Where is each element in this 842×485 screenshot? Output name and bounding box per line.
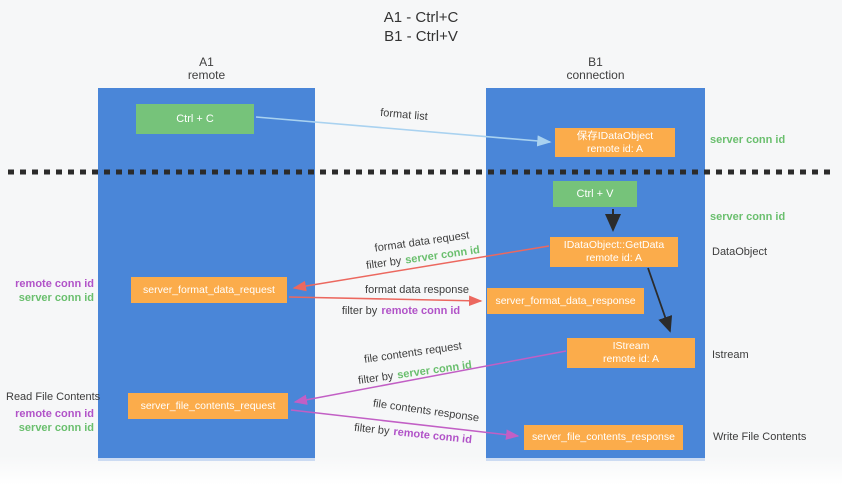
format-data-response-label: format data response bbox=[365, 284, 469, 296]
ctrl-c-label: Ctrl + C bbox=[176, 112, 214, 125]
remote-conn-id-text: remote conn id bbox=[381, 305, 461, 317]
save-idataobject-node: 保存IDataObject remote id: A bbox=[555, 128, 675, 157]
title-line-2: B1 - Ctrl+V bbox=[384, 28, 458, 45]
title-line-1: A1 - Ctrl+C bbox=[383, 9, 459, 26]
format-list-arrow bbox=[255, 116, 552, 147]
istream-line1: IStream bbox=[612, 340, 650, 352]
ctrl-v-label: Ctrl + V bbox=[576, 187, 614, 200]
getdata-line2: remote id: A bbox=[585, 252, 643, 264]
server-format-data-response-node: server_format_data_response bbox=[487, 288, 644, 314]
remote-conn-id-label: remote conn id bbox=[15, 408, 94, 420]
conn-id-stack-bottom: remote conn id server conn id bbox=[0, 408, 94, 435]
server-file-contents-response-label: server_file_contents_response bbox=[531, 431, 675, 443]
server-format-data-request-node: server_format_data_request bbox=[131, 277, 287, 303]
ctrl-c-node: Ctrl + C bbox=[136, 104, 254, 134]
server-file-contents-request-node: server_file_contents_request bbox=[128, 393, 288, 419]
server-format-data-request-label: server_format_data_request bbox=[143, 283, 275, 296]
remote-conn-id-label: remote conn id bbox=[15, 278, 94, 290]
getdata-line1: IDataObject::GetData bbox=[563, 239, 665, 251]
istream-node: IStream remote id: A bbox=[567, 338, 695, 368]
server-file-contents-response-node: server_file_contents_response bbox=[524, 425, 683, 450]
write-file-contents-label: Write File Contents bbox=[713, 431, 807, 443]
conn-id-stack-top: remote conn id server conn id bbox=[0, 278, 94, 305]
read-file-contents-label: Read File Contents bbox=[6, 391, 101, 403]
file-contents-response-arrow bbox=[290, 409, 520, 440]
column-b-id: B1 bbox=[588, 55, 603, 69]
filter-by-text: filter by bbox=[341, 305, 378, 317]
getdata-to-istream-arrow bbox=[647, 267, 673, 333]
server-conn-id-label: server conn id bbox=[18, 421, 94, 434]
file-contents-request-arrow bbox=[293, 350, 567, 405]
save-idataobject-line1: 保存IDataObject bbox=[576, 129, 654, 142]
server-file-contents-request-label: server_file_contents_request bbox=[140, 399, 276, 412]
ctrl-v-node: Ctrl + V bbox=[553, 181, 637, 207]
column-a-id: A1 bbox=[199, 55, 214, 69]
server-format-data-response-label: server_format_data_response bbox=[495, 294, 636, 307]
format-data-request-arrow bbox=[292, 245, 550, 292]
istream-line2: remote id: A bbox=[602, 353, 660, 365]
column-b-role: connection bbox=[566, 68, 625, 82]
dataobject-label: DataObject bbox=[712, 246, 768, 258]
istream-side-label: Istream bbox=[712, 349, 749, 361]
server-conn-id-label-mid: server conn id bbox=[710, 211, 786, 223]
getdata-node: IDataObject::GetData remote id: A bbox=[550, 237, 678, 267]
column-b-header: B1 connection bbox=[486, 56, 705, 82]
column-a-role: remote bbox=[187, 68, 226, 82]
diagram-title: A1 - Ctrl+C B1 - Ctrl+V bbox=[0, 8, 842, 46]
server-conn-id-label: server conn id bbox=[18, 291, 94, 304]
server-conn-id-label-top: server conn id bbox=[710, 134, 786, 146]
format-data-response-arrow bbox=[288, 295, 483, 306]
save-idataobject-line2: remote id: A bbox=[586, 142, 644, 155]
column-a-header: A1 remote bbox=[98, 56, 315, 82]
